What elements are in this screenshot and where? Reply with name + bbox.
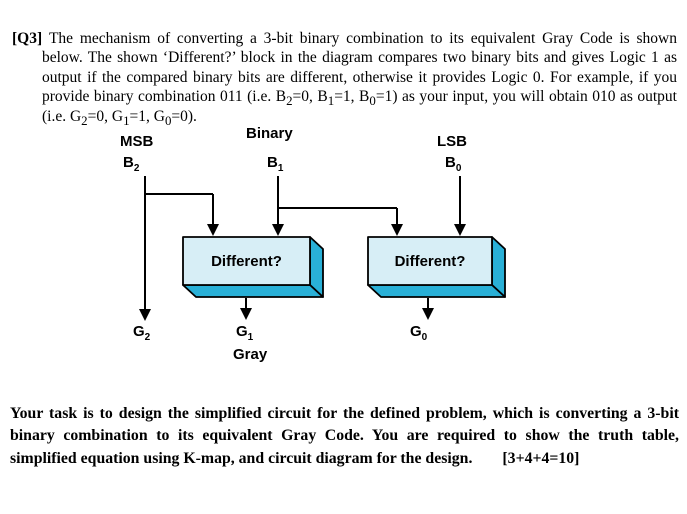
b2-label: B2 [123,154,140,174]
different-box-1 [182,236,324,298]
question-paragraph: [Q3] The mechanism of converting a 3-bit… [12,29,677,128]
different-box-2-label: Different? [394,252,466,270]
diagram-canvas [139,176,506,321]
arrowhead-g2 [139,309,151,321]
b0-label: B0 [445,154,462,174]
b1-label: B1 [267,154,284,174]
different-box-1-label: Different? [211,252,282,270]
box1-bottom-face [182,284,324,298]
binary-to-gray-diagram: MSB Binary LSB B2 B1 B0 Different? Diffe… [0,120,687,375]
arrowhead-box2-right [454,224,466,236]
marks-label: [3+4+4=10] [502,449,580,467]
arrowhead-box2-left [391,224,403,236]
different-box-2 [367,236,506,298]
arrowhead-box1-right [272,224,284,236]
box2-bottom-face [367,284,506,298]
diagram-wires [139,176,466,321]
gray-label: Gray [233,346,268,363]
arrowhead-box1-left [207,224,219,236]
box2-front-face [367,236,493,286]
msb-label: MSB [120,133,154,150]
box1-front-face [182,236,311,286]
lsb-label: LSB [437,133,467,150]
g2-label: G2 [133,323,151,343]
g0-label: G0 [410,323,428,343]
g1-label: G1 [236,323,254,343]
task-paragraph: Your task is to design the simplified ci… [10,403,679,470]
task-text: Your task is to design the simplified ci… [10,404,679,467]
arrowhead-g1 [240,308,252,320]
arrowhead-g0 [422,308,434,320]
binary-label: Binary [246,125,293,142]
